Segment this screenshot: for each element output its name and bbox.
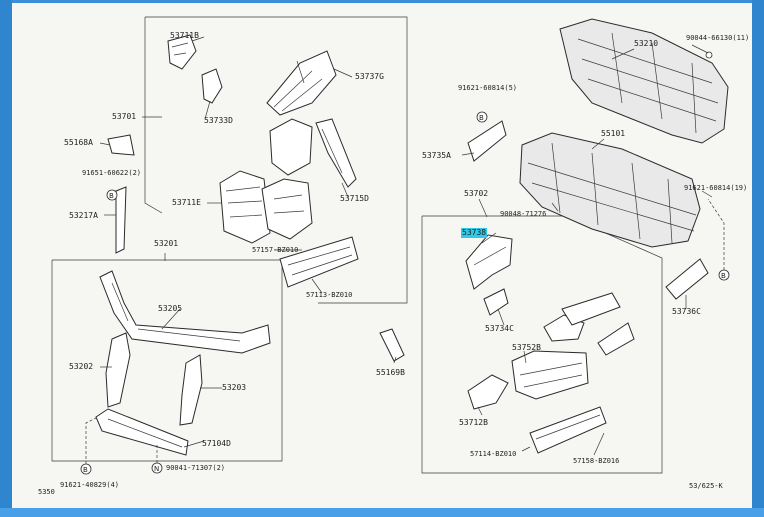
group-box-53201 xyxy=(51,259,283,462)
part-55101-shape xyxy=(519,132,701,248)
part-53711b-shape xyxy=(167,34,197,70)
label-53735a[interactable]: 53735A xyxy=(422,151,451,160)
label-53711e[interactable]: 53711E xyxy=(172,198,201,207)
svg-text:N: N xyxy=(154,465,159,473)
label-53711b[interactable]: 53711B xyxy=(170,31,199,40)
label-53210[interactable]: 53210 xyxy=(634,39,659,48)
label-53202[interactable]: 53202 xyxy=(69,362,94,371)
parts-diagram-page: B B N B B xyxy=(12,3,752,508)
label-53734c[interactable]: 53734C xyxy=(485,324,514,333)
label-57157[interactable]: 57157-BZ010 xyxy=(252,246,299,254)
label-53205[interactable]: 53205 xyxy=(158,304,183,313)
label-53752b[interactable]: 53752B xyxy=(512,343,541,352)
part-57114-shape xyxy=(529,406,607,454)
label-53737g[interactable]: 53737G xyxy=(355,72,384,81)
part-upper-rail-shape xyxy=(269,118,313,176)
group-box-53701 xyxy=(145,16,408,304)
label-57158[interactable]: 57158-BZ016 xyxy=(573,457,620,465)
label-53715d[interactable]: 53715D xyxy=(340,194,369,203)
window-frame-left xyxy=(0,0,12,517)
svg-text:B: B xyxy=(83,466,88,474)
label-91621-40829[interactable]: 91621-40829(4) xyxy=(60,481,120,489)
part-53217a-shape xyxy=(115,186,127,254)
part-53737g-shape xyxy=(266,50,337,116)
part-53205-shape xyxy=(99,270,271,354)
part-floor-d-shape xyxy=(511,350,589,400)
part-53202-shape xyxy=(105,332,131,408)
label-91621-5[interactable]: 91621-60814(5) xyxy=(458,84,518,92)
label-57104d[interactable]: 57104D xyxy=(202,439,231,448)
label-53217a[interactable]: 53217A xyxy=(69,211,98,220)
label-57114[interactable]: 57114-BZ010 xyxy=(470,450,517,458)
part-53733d-shape xyxy=(201,68,223,104)
part-53735a-shape xyxy=(467,120,507,162)
part-rail-b-shape xyxy=(561,292,621,326)
label-53712b[interactable]: 53712B xyxy=(459,418,488,427)
callout-b3-icon xyxy=(476,111,488,123)
label-53701[interactable]: 53701 xyxy=(112,112,137,121)
label-55169b[interactable]: 55169B xyxy=(376,368,405,377)
part-bracket-c-shape xyxy=(597,322,635,356)
parts-diagram-drawing: B B N B B xyxy=(51,16,730,475)
corner-code-left: 5350 xyxy=(38,488,55,496)
svg-text:B: B xyxy=(721,272,726,280)
part-55168a-shape xyxy=(107,134,135,156)
label-53736c[interactable]: 53736C xyxy=(672,307,701,316)
label-90044[interactable]: 90044-66130(11) xyxy=(686,34,750,42)
callout-b-text: B xyxy=(109,192,114,200)
label-90048[interactable]: 90048-71276 xyxy=(500,210,547,218)
label-55101[interactable]: 55101 xyxy=(601,129,626,138)
label-55168a[interactable]: 55168A xyxy=(64,138,93,147)
window-frame-bottom xyxy=(0,508,764,517)
part-lower-apron-shape xyxy=(261,178,313,240)
part-53203-shape xyxy=(179,354,203,426)
callout-b-icon xyxy=(106,189,118,201)
label-91621-19[interactable]: 91621-60814(19) xyxy=(684,184,748,192)
label-91651[interactable]: 91651-60622(2) xyxy=(82,169,142,177)
label-57113[interactable]: 57113-BZ010 xyxy=(306,291,353,299)
window-frame-right xyxy=(752,0,764,517)
label-53203[interactable]: 53203 xyxy=(222,383,247,392)
label-90041[interactable]: 90041-71307(2) xyxy=(166,464,226,472)
part-55169b-shape xyxy=(379,328,405,362)
corner-code-right: 53/625-K xyxy=(689,482,723,490)
label-53738-highlighted[interactable]: 53738 xyxy=(461,228,488,238)
part-53712b-shape xyxy=(467,374,509,410)
part-57113-shape xyxy=(279,236,359,288)
group-box-53702 xyxy=(421,215,663,474)
label-53733d[interactable]: 53733D xyxy=(204,116,233,125)
part-53210-shape xyxy=(559,18,729,144)
part-53715d-shape xyxy=(315,118,357,188)
bolt-90044-icon xyxy=(705,51,713,59)
label-53201[interactable]: 53201 xyxy=(154,239,179,248)
label-53702[interactable]: 53702 xyxy=(464,189,489,198)
part-53736c-shape xyxy=(665,258,709,300)
part-53734c-shape xyxy=(483,288,509,316)
svg-text:B: B xyxy=(479,114,484,122)
part-53738-shape xyxy=(465,234,513,290)
part-53711e-shape xyxy=(219,170,271,244)
